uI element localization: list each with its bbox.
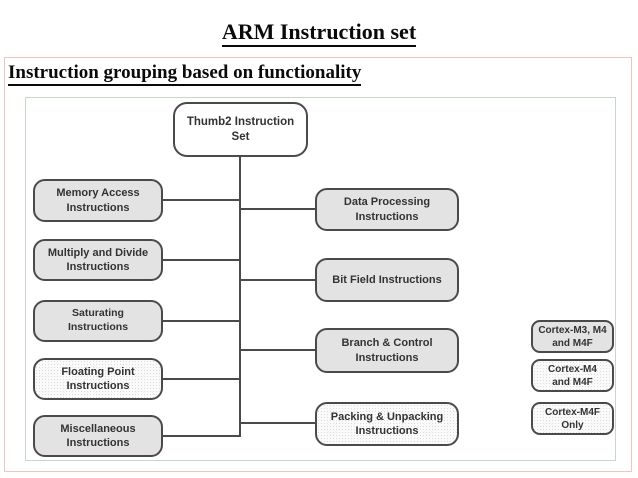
node-label: Data Processing Instructions bbox=[343, 196, 431, 223]
edge-data-processing bbox=[241, 208, 315, 210]
node-cortex-m4-m4f: Cortex-M4 and M4F bbox=[531, 359, 614, 392]
page-title: ARM Instruction set bbox=[0, 19, 638, 47]
edge-floating-point bbox=[163, 378, 240, 380]
node-label: Packing & Unpacking Instructions bbox=[330, 410, 444, 437]
node-label: Floating Point Instructions bbox=[61, 365, 135, 392]
node-cortex-m3-m4-m4f: Cortex-M3, M4 and M4F bbox=[531, 320, 614, 353]
node-label: Miscellaneous Instructions bbox=[60, 422, 136, 449]
node-data-processing: Data Processing Instructions bbox=[315, 188, 459, 231]
node-multiply-divide: Multiply and Divide Instructions bbox=[33, 239, 163, 281]
node-label: Memory Access Instructions bbox=[56, 187, 140, 214]
node-label: Cortex-M4 and M4F bbox=[548, 363, 597, 388]
page-subtitle-text: Instruction grouping based on functional… bbox=[8, 62, 362, 86]
node-label: Branch & Control Instructions bbox=[341, 337, 433, 364]
node-saturating: Saturating Instructions bbox=[33, 300, 163, 342]
node-thumb2-instruction-set: Thumb2 Instruction Set bbox=[173, 102, 308, 157]
node-packing-unpacking: Packing & Unpacking Instructions bbox=[315, 402, 459, 446]
node-label: Thumb2 Instruction Set bbox=[186, 115, 295, 143]
node-miscellaneous: Miscellaneous Instructions bbox=[33, 415, 163, 457]
edge-trunk bbox=[239, 157, 241, 437]
node-bit-field: Bit Field Instructions bbox=[315, 258, 459, 302]
edge-multiply-divide bbox=[163, 259, 240, 261]
page-subtitle: Instruction grouping based on functional… bbox=[8, 62, 362, 86]
edge-miscellaneous bbox=[163, 435, 240, 437]
node-memory-access: Memory Access Instructions bbox=[33, 179, 163, 222]
edge-saturating bbox=[163, 320, 240, 322]
edge-branch-control bbox=[241, 349, 315, 351]
node-label: Bit Field Instructions bbox=[332, 273, 442, 286]
outer-frame bbox=[4, 57, 632, 472]
node-branch-control: Branch & Control Instructions bbox=[315, 328, 459, 373]
node-label: Saturating Instructions bbox=[67, 307, 129, 333]
node-cortex-m4f-only: Cortex-M4F Only bbox=[531, 402, 614, 435]
edge-memory-access bbox=[163, 199, 240, 201]
node-floating-point: Floating Point Instructions bbox=[33, 358, 163, 400]
edge-packing-unpacking bbox=[241, 422, 315, 424]
node-label: Cortex-M4F Only bbox=[544, 406, 600, 431]
node-label: Cortex-M3, M4 and M4F bbox=[538, 324, 607, 349]
edge-bit-field bbox=[241, 279, 315, 281]
page-title-text: ARM Instruction set bbox=[221, 19, 417, 47]
node-label: Multiply and Divide Instructions bbox=[47, 246, 149, 273]
